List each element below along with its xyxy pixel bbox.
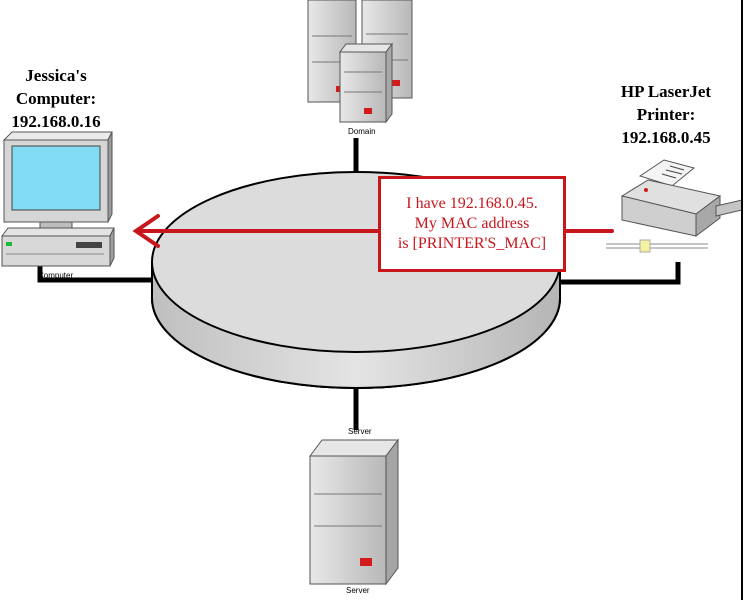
computer-label-line: Computer: bbox=[15, 89, 97, 108]
arp-reply-message: I have 192.168.0.45. My MAC address is [… bbox=[378, 176, 566, 272]
message-line: I have 192.168.0.45. bbox=[406, 195, 538, 212]
printer-icon bbox=[606, 159, 743, 253]
link-printer bbox=[560, 262, 681, 285]
domain-server-group bbox=[307, 0, 413, 124]
message-line: My MAC address bbox=[414, 215, 530, 232]
computer-label-line: 192.168.0.16 bbox=[11, 112, 101, 131]
domain-server-tower-front bbox=[339, 42, 393, 124]
computer-icon bbox=[1, 131, 115, 267]
computer-device-label: Computer bbox=[38, 271, 74, 280]
printer-label-line: HP LaserJet bbox=[620, 82, 712, 101]
computer-label-line: Jessica's bbox=[25, 66, 87, 85]
domain-device-label: Domain bbox=[348, 127, 376, 136]
server-tower bbox=[309, 438, 399, 586]
server-device-label: Server bbox=[346, 586, 370, 595]
printer-label-line: 192.168.0.45 bbox=[621, 128, 711, 147]
server-connector-label: Server bbox=[348, 427, 372, 436]
monitor-screen bbox=[11, 145, 101, 211]
printer-label: HP LaserJet Printer: 192.168.0.45 bbox=[604, 80, 728, 149]
message-line: is [PRINTER'S_MAC] bbox=[397, 235, 547, 252]
link-computer bbox=[37, 262, 156, 283]
computer-label: Jessica's Computer: 192.168.0.16 bbox=[0, 64, 112, 133]
printer-label-line: Printer: bbox=[636, 105, 696, 124]
